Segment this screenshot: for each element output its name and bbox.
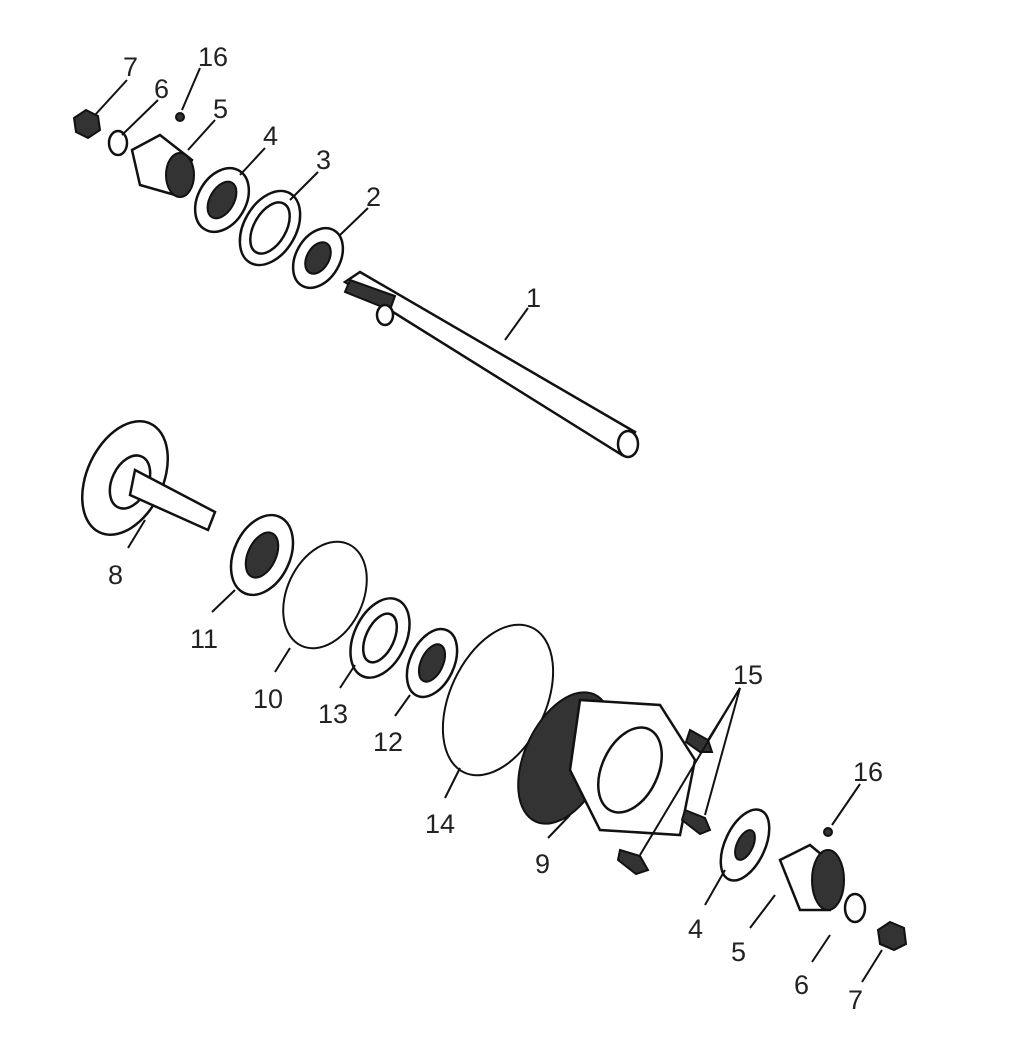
- label-part-13: 13: [318, 699, 348, 729]
- part-12-bearing: [405, 627, 459, 699]
- part-5-coupling-upper: [130, 133, 195, 198]
- part-5-coupling-lower: [778, 843, 845, 912]
- part-9-housing: [517, 691, 697, 837]
- part-11-bearing: [229, 513, 295, 597]
- label-part-1: 1: [526, 283, 541, 313]
- part-4-washer-lower: [719, 808, 771, 882]
- label-top-16: 16: [198, 42, 228, 72]
- label-part-8: 8: [108, 560, 123, 590]
- label-part-10: 10: [253, 684, 283, 714]
- part-6-washer-upper: [107, 129, 129, 157]
- part-1-shaft: [342, 270, 640, 459]
- part-16-pin-upper: [175, 112, 185, 122]
- label-part-15: 15: [733, 660, 763, 690]
- label-part-14: 14: [425, 809, 455, 839]
- part-2-bearing: [291, 226, 345, 290]
- label-top-7: 7: [123, 52, 138, 82]
- part-4-washer-upper: [193, 166, 251, 234]
- label-top-5: 5: [213, 94, 228, 124]
- label-top-3: 3: [316, 145, 331, 175]
- part-7-nut-lower: [876, 920, 908, 952]
- callout-labels: 7 16 6 5 4 3 2 1 8 11 10 13 12 14 9 15 1…: [108, 42, 883, 1015]
- leader-lines: [94, 67, 883, 983]
- part-8-gear-shaft: [80, 420, 217, 536]
- upper-assembly: [72, 108, 640, 459]
- lower-assembly: [80, 420, 908, 952]
- label-bot-16: 16: [853, 757, 883, 787]
- part-10-o-ring: [282, 540, 368, 650]
- label-part-12: 12: [373, 727, 403, 757]
- label-bot-4: 4: [688, 914, 703, 944]
- part-3-seal: [238, 189, 302, 267]
- label-top-6: 6: [154, 74, 169, 104]
- label-part-9: 9: [535, 849, 550, 879]
- part-16-pin-lower: [823, 827, 833, 837]
- part-6-washer-lower: [843, 892, 867, 924]
- part-7-nut-upper: [72, 108, 102, 140]
- label-top-4: 4: [263, 121, 278, 151]
- label-bot-6: 6: [794, 970, 809, 1000]
- label-bot-5: 5: [731, 937, 746, 967]
- label-top-2: 2: [366, 182, 381, 212]
- label-bot-7: 7: [848, 985, 863, 1015]
- label-part-11: 11: [190, 624, 218, 654]
- part-13-washer: [349, 597, 411, 679]
